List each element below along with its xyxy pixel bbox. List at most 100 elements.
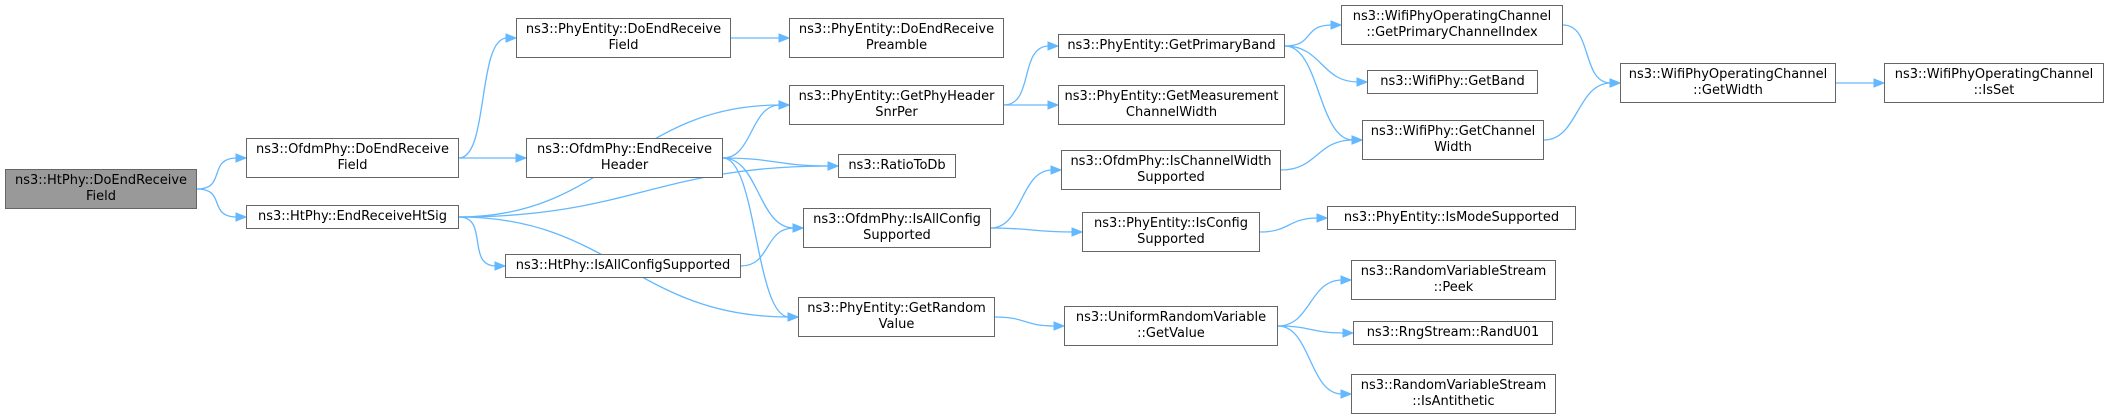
node-uniformrandomvariable-getvalue[interactable]: ns3::UniformRandomVariable ::GetValue: [1064, 306, 1278, 346]
node-label-line: ns3::WifiPhyOperatingChannel: [1628, 67, 1828, 82]
edge-n5-n8: [722, 157, 840, 171]
node-label-line: ns3::WifiPhyOperatingChannel: [1352, 9, 1552, 24]
edge-n2-n5: [458, 153, 528, 163]
edge-line: [722, 157, 795, 229]
node-phyentity-doendreceivefield[interactable]: ns3::PhyEntity::DoEndReceive Field: [516, 18, 731, 58]
edge-line: [1284, 24, 1333, 47]
node-label-line: Width: [1434, 140, 1472, 155]
edge-arrowhead: [1356, 77, 1369, 87]
node-label-line: ns3::WifiPhy::GetChannel: [1370, 124, 1536, 139]
edge-n9-n15: [990, 227, 1084, 237]
node-label-line: ChannelWidth: [1125, 105, 1218, 120]
node-label-line: ns3::OfdmPhy::EndReceive: [537, 142, 712, 157]
node-label-line: ::GetValue: [1137, 326, 1205, 341]
node-label-line: ns3::WifiPhyOperatingChannel: [1894, 67, 2094, 82]
edge-arrowhead: [1316, 213, 1329, 223]
edge-arrowhead: [792, 223, 805, 233]
edge-arrowhead: [1609, 78, 1622, 88]
edge-n1-n3: [196, 188, 248, 222]
node-phyentity-getrandomvalue[interactable]: ns3::PhyEntity::GetRandom Value: [798, 297, 995, 337]
node-label-line: ns3::HtPhy::DoEndReceive: [14, 173, 188, 188]
node-wifiphy-getchannelwidth[interactable]: ns3::WifiPhy::GetChannel Width: [1362, 120, 1544, 160]
edge-n16-n21: [1277, 275, 1353, 327]
edge-line: [722, 157, 790, 318]
node-ofdmphy-doendreceivefield[interactable]: ns3::OfdmPhy::DoEndReceive Field: [246, 138, 459, 178]
node-phyentity-getprimaryband[interactable]: ns3::PhyEntity::GetPrimaryBand: [1058, 34, 1285, 58]
edge-n16-n23: [1277, 325, 1353, 399]
node-wifiphyoperatingchannel-getwidth[interactable]: ns3::WifiPhyOperatingChannel ::GetWidth: [1620, 63, 1836, 103]
edge-n24-n25: [1836, 78, 1886, 88]
node-phyentity-getmeasurementchannelwidth[interactable]: ns3::PhyEntity::GetMeasurement ChannelWi…: [1058, 85, 1285, 125]
node-label-line: ns3::PhyEntity::IsModeSupported: [1343, 210, 1560, 225]
edge-n5-n10: [722, 157, 800, 322]
edge-n7-n13: [1003, 100, 1060, 110]
node-htphy-isallconfigsupported[interactable]: ns3::HtPhy::IsAllConfigSupported: [505, 254, 741, 278]
edge-line: [990, 169, 1053, 229]
node-label-line: ns3::RandomVariableStream: [1360, 378, 1547, 393]
edge-arrowhead: [827, 161, 840, 171]
node-label-line: Supported: [1137, 232, 1205, 247]
edge-arrowhead: [1053, 321, 1066, 331]
edge-arrowhead: [1071, 227, 1084, 237]
node-randomvariablestream-isantithetic[interactable]: ns3::RandomVariableStream ::IsAntithetic: [1351, 374, 1556, 414]
edge-arrowhead: [1340, 389, 1353, 399]
node-phyentity-doendreceivepreamble[interactable]: ns3::PhyEntity::DoEndReceive Preamble: [789, 18, 1004, 58]
node-label-line: ns3::HtPhy::EndReceiveHtSig: [257, 209, 448, 224]
node-randomvariablestream-peek[interactable]: ns3::RandomVariableStream ::Peek: [1351, 260, 1556, 300]
edge-arrowhead: [787, 312, 800, 322]
edge-n17-n24: [1562, 24, 1622, 88]
node-label-line: Header: [600, 158, 649, 173]
node-phyentity-isconfigsupported[interactable]: ns3::PhyEntity::IsConfig Supported: [1082, 212, 1260, 252]
edge-arrowhead: [515, 153, 528, 163]
edge-arrowhead: [1340, 275, 1353, 285]
edge-line: [196, 188, 238, 218]
node-label-line: ns3::WifiPhy::GetBand: [1380, 74, 1525, 89]
node-label-line: Supported: [863, 228, 931, 243]
edge-n19-n24: [1543, 78, 1622, 141]
edge-line: [1280, 139, 1354, 171]
edge-arrowhead: [505, 33, 518, 43]
edge-n1-n2: [196, 153, 248, 190]
edge-n4-n6: [731, 33, 791, 43]
edge-arrowhead: [778, 100, 791, 110]
edge-n7-n12: [1003, 41, 1060, 106]
edge-line: [196, 157, 238, 190]
node-label-line: ns3::PhyEntity::IsConfig: [1094, 216, 1248, 231]
node-label-line: ns3::OfdmPhy::IsChannelWidth: [1070, 154, 1272, 169]
edge-arrowhead: [235, 153, 248, 163]
node-label-line: ns3::RandomVariableStream: [1360, 264, 1547, 279]
node-ofdmphy-isallconfigsupported[interactable]: ns3::OfdmPhy::IsAllConfig Supported: [803, 208, 991, 248]
edge-line: [1259, 217, 1319, 233]
node-ratiotodb[interactable]: ns3::RatioToDb: [838, 154, 956, 178]
node-label-line: ns3::RatioToDb: [848, 158, 946, 173]
node-label-line: ns3::PhyEntity::GetPrimaryBand: [1067, 38, 1276, 53]
node-ofdmphy-endreceiveheader[interactable]: ns3::OfdmPhy::EndReceive Header: [526, 138, 723, 178]
node-phyentity-ismodesupported[interactable]: ns3::PhyEntity::IsModeSupported: [1327, 206, 1576, 230]
edge-line: [1277, 325, 1345, 334]
node-label-line: ::IsAntithetic: [1412, 394, 1495, 409]
edge-arrowhead: [494, 261, 507, 271]
edge-arrowhead: [1342, 328, 1355, 338]
edge-line: [1284, 45, 1354, 141]
node-htphy-doendreceivefield: ns3::HtPhy::DoEndReceive Field: [5, 169, 197, 209]
node-phyentity-getphyheadersnrper[interactable]: ns3::PhyEntity::GetPhyHeader SnrPer: [789, 85, 1004, 125]
edge-n12-n17: [1284, 20, 1343, 47]
edge-arrowhead: [1330, 20, 1343, 30]
node-label-line: Preamble: [865, 38, 928, 53]
node-rngstream-randu01[interactable]: ns3::RngStream::RandU01: [1353, 321, 1553, 345]
node-wifiphyoperatingchannel-getprimarychannelindex[interactable]: ns3::WifiPhyOperatingChannel ::GetPrimar…: [1341, 5, 1563, 45]
node-label-line: SnrPer: [875, 105, 918, 120]
edge-arrowhead: [1351, 135, 1364, 145]
edge-line: [458, 216, 497, 267]
edge-arrowhead: [1047, 100, 1060, 110]
node-wifiphyoperatingchannel-isset[interactable]: ns3::WifiPhyOperatingChannel ::IsSet: [1884, 63, 2104, 103]
node-htphy-endreceivehtsig[interactable]: ns3::HtPhy::EndReceiveHtSig: [246, 205, 459, 229]
edge-n5-n7: [722, 100, 791, 159]
edge-n10-n16: [994, 316, 1066, 331]
node-ofdmphy-ischannelwidthsupported[interactable]: ns3::OfdmPhy::IsChannelWidth Supported: [1061, 150, 1281, 190]
edge-n11-n9: [740, 223, 805, 267]
edge-line: [458, 165, 830, 218]
edge-line: [1277, 279, 1343, 327]
node-wifiphy-getband[interactable]: ns3::WifiPhy::GetBand: [1367, 70, 1538, 94]
